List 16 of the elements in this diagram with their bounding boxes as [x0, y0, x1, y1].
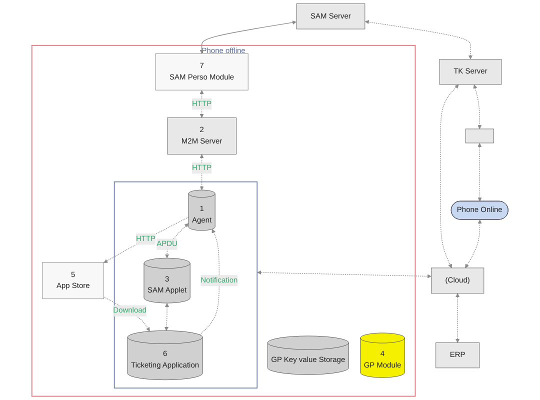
arrow	[440, 84, 459, 268]
arrow	[257, 270, 432, 278]
arrow	[473, 84, 482, 130]
arrow	[200, 154, 204, 190]
arrow	[465, 220, 482, 268]
node-box	[465, 128, 494, 144]
arrow	[164, 303, 170, 331]
arrow	[478, 142, 482, 202]
arrow	[364, 20, 473, 60]
arrow	[103, 296, 150, 332]
arrow	[164, 223, 189, 258]
arrow	[104, 216, 189, 263]
arrow	[200, 20, 296, 54]
arrow	[199, 228, 220, 336]
arrow	[200, 90, 204, 118]
arrow	[456, 293, 460, 343]
